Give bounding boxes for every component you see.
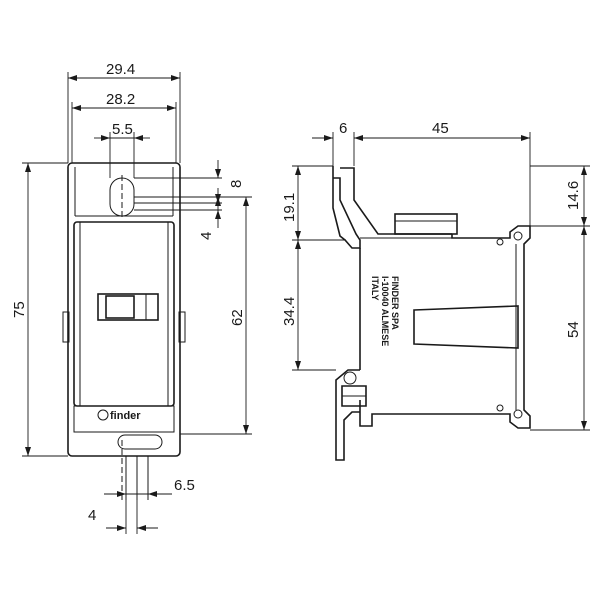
marking-line-2: I-10040 ALMESE [380, 276, 390, 346]
dim-flange-label: 6 [339, 120, 347, 137]
dim-pin-gap: 4 [88, 500, 158, 534]
front-body-outline [67, 162, 181, 457]
dim-top-offset: 14.6 [530, 165, 590, 227]
dim-depth: 45 [432, 120, 531, 226]
dim-mid-span-label: 34.4 [281, 297, 298, 326]
dim-pin-width-label: 6.5 [174, 477, 195, 494]
dim-hole-gap-label: 4 [198, 232, 215, 240]
dim-height-body: 62 [180, 196, 252, 435]
right-side-tab [178, 311, 186, 343]
dim-depth-label: 45 [432, 120, 449, 137]
front-upper-frame [74, 167, 174, 217]
front-lower-band [73, 405, 175, 433]
dim-height-total-label: 75 [11, 301, 28, 318]
marking-line-3: ITALY [370, 276, 380, 301]
dim-rail-span: 54 [530, 226, 590, 431]
dim-width-inner: 28.2 [71, 91, 177, 163]
dim-hole-offset: 8 [134, 160, 245, 215]
side-release-lever [413, 305, 519, 349]
dim-width-outer-label: 29.4 [106, 61, 135, 78]
dim-top-offset-label: 14.6 [565, 181, 582, 210]
dim-rail-span-label: 54 [565, 321, 582, 338]
dim-hole-gap: 4 [134, 188, 222, 240]
dim-pin-width: 6.5 [104, 477, 195, 497]
dim-upper-offset-label: 19.1 [281, 193, 298, 222]
side-lower-hook [335, 369, 360, 461]
release-lever [97, 293, 159, 321]
dim-hole-width: 5.5 [94, 121, 150, 178]
dim-pin-gap-label: 4 [88, 507, 96, 524]
side-marking: FINDER SPA I-10040 ALMESE ITALY [370, 276, 400, 346]
side-top-block [394, 213, 458, 235]
dim-height-total: 75 [11, 162, 68, 457]
dim-flange: 6 [312, 120, 530, 166]
dim-width-inner-label: 28.2 [106, 91, 135, 108]
left-side-tab [62, 311, 70, 343]
logo-text: finder [110, 410, 141, 422]
dim-mid-span: 34.4 [281, 240, 336, 371]
dim-hole-width-label: 5.5 [112, 121, 133, 138]
front-view: finder 29.4 28.2 5.5 [11, 61, 252, 534]
dim-width-outer: 29.4 [67, 61, 181, 163]
bottom-slot [117, 434, 163, 450]
finder-logo: finder [97, 409, 141, 422]
side-top-flange [332, 166, 361, 249]
dim-upper-offset: 19.1 [281, 165, 346, 241]
dim-hole-offset-label: 8 [228, 180, 245, 188]
marking-line-1: FINDER SPA [390, 276, 400, 330]
dim-height-body-label: 62 [229, 309, 246, 326]
side-view: FINDER SPA I-10040 ALMESE ITALY 6 45 19.… [281, 120, 590, 461]
side-main-body [359, 225, 531, 429]
